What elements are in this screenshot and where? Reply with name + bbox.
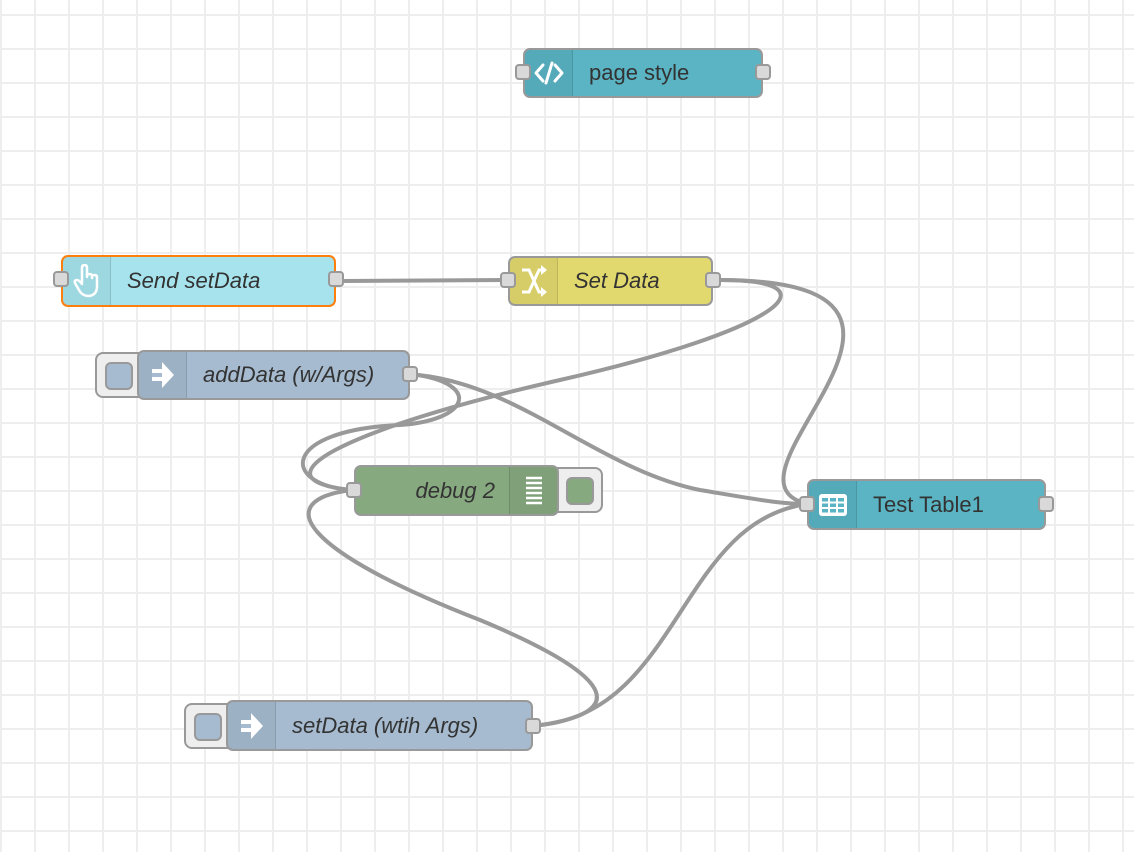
hand-pointer-icon [63,257,111,305]
wire-send-setdata-to-set-data[interactable] [341,278,510,283]
node-label: Send setData [127,268,261,293]
node-setdata-args[interactable]: setData (wtih Args) [226,700,541,751]
node-label: Set Data [574,268,660,293]
node-label: page style [589,60,690,85]
node-debug-2[interactable]: debug 2 [346,465,559,516]
node-label: Test Table1 [873,491,984,517]
input-port[interactable] [799,496,815,512]
output-port[interactable] [705,272,721,288]
output-port[interactable] [328,271,344,287]
input-port[interactable] [500,272,516,288]
wire-setdata-to-test-table1[interactable] [539,502,810,727]
code-icon [525,50,573,96]
arrow-right-icon [139,352,187,398]
output-port[interactable] [402,366,418,382]
node-set-data[interactable]: Set Data [500,256,721,306]
table-icon [809,481,857,528]
wire-set-data-to-debug-2[interactable] [308,278,783,492]
wire-set-data-to-test-table1[interactable] [718,278,846,506]
output-port[interactable] [525,718,541,734]
arrow-right-icon [228,702,276,749]
wire-setdata-to-debug-2[interactable] [306,488,599,727]
node-label: setData (wtih Args) [292,712,479,738]
list-icon [509,467,557,514]
output-port[interactable] [1038,496,1054,512]
node-test-table1[interactable]: Test Table1 [799,479,1054,530]
wire-adddata-to-test-table1[interactable] [416,373,810,506]
input-port[interactable] [53,271,69,287]
wire-adddata-to-debug-2[interactable] [300,373,461,492]
shuffle-icon [510,258,558,304]
node-adddata-args[interactable]: addData (w/Args) [137,350,418,400]
input-port[interactable] [515,64,531,80]
node-page-style[interactable]: page style [515,48,771,98]
node-label: addData (w/Args) [203,362,375,387]
node-send-setdata[interactable]: Send setData [53,255,344,307]
input-port[interactable] [346,482,362,498]
node-label: debug 2 [415,477,495,503]
output-port[interactable] [755,64,771,80]
